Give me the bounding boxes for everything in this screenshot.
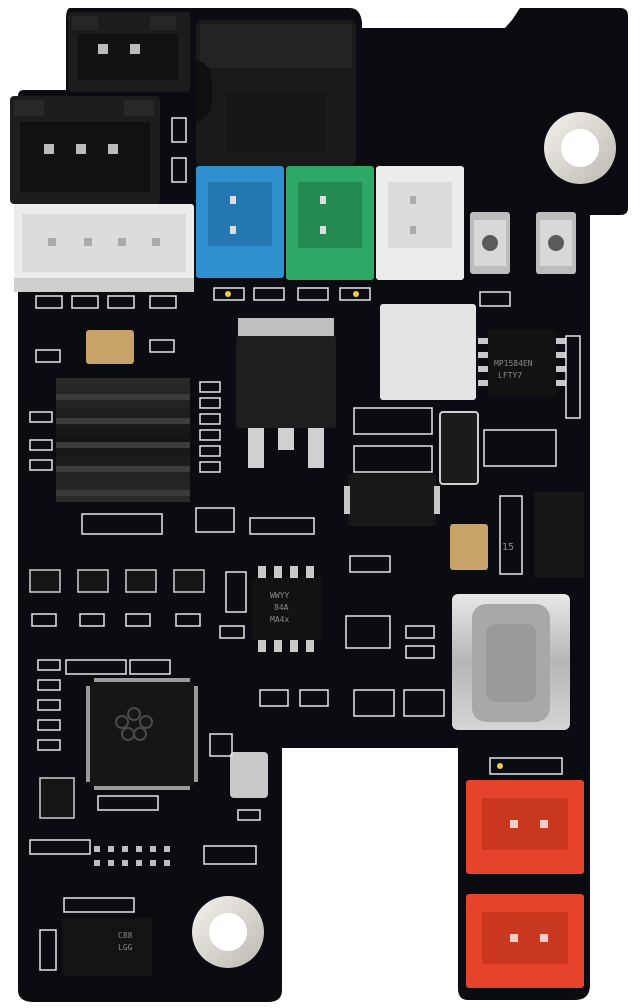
- red-connector-top: [466, 780, 584, 874]
- pin-header: [94, 846, 170, 866]
- mounting-hole-bottom: [192, 896, 264, 968]
- status-led-3: [497, 763, 503, 769]
- mounting-hole-top-right: [544, 112, 616, 184]
- mosfet-driver-chip: WWYY 84A MA4x: [252, 566, 322, 652]
- power-module-block: [196, 20, 356, 166]
- green-connector: [286, 166, 374, 280]
- red-connector-bottom: [466, 894, 584, 988]
- flash-marking-line1: C88: [118, 931, 133, 940]
- small-chip-left: [39, 777, 75, 819]
- black-connector-left: [10, 96, 160, 204]
- push-button-right: [536, 212, 576, 274]
- flash-marking-line2: LGG: [118, 943, 133, 952]
- transistor-row: [29, 569, 205, 593]
- tantalum-capacitor-2: [450, 524, 488, 570]
- diode-marking: 15: [502, 542, 514, 553]
- mosfet-marking-line3: MA4x: [270, 615, 289, 624]
- buck-converter-chip: MP1584EN LFTY7: [478, 330, 566, 396]
- black-connector-top: [68, 12, 190, 92]
- voltage-regulator: [236, 318, 336, 468]
- mosfet-marking-line2: 84A: [274, 603, 289, 612]
- schottky-diode: [344, 474, 440, 526]
- push-button-left: [470, 212, 510, 274]
- chip-marking-line2: LFTY7: [498, 371, 522, 380]
- tantalum-capacitor: [86, 330, 134, 364]
- heatsink: [56, 378, 190, 502]
- white-connector-left: [14, 204, 194, 292]
- smd-components: [29, 117, 581, 971]
- tvs-diode: 15: [502, 492, 584, 578]
- raspberry-logo-icon: [115, 707, 153, 741]
- blue-connector: [196, 166, 284, 278]
- white-connector-right: [376, 166, 464, 280]
- crystal-oscillator: [230, 752, 268, 798]
- chip-marking-line1: MP1584EN: [494, 359, 533, 368]
- status-led-1: [225, 291, 231, 297]
- white-thermal-pad: [380, 304, 476, 400]
- microcontroller: [86, 678, 198, 790]
- mosfet-marking-line1: WWYY: [270, 591, 289, 600]
- flash-chip-bottom: C88 LGG: [62, 918, 152, 976]
- smd-fuse: [439, 411, 479, 485]
- status-led-2: [353, 291, 359, 297]
- usb-c-port: [452, 594, 570, 730]
